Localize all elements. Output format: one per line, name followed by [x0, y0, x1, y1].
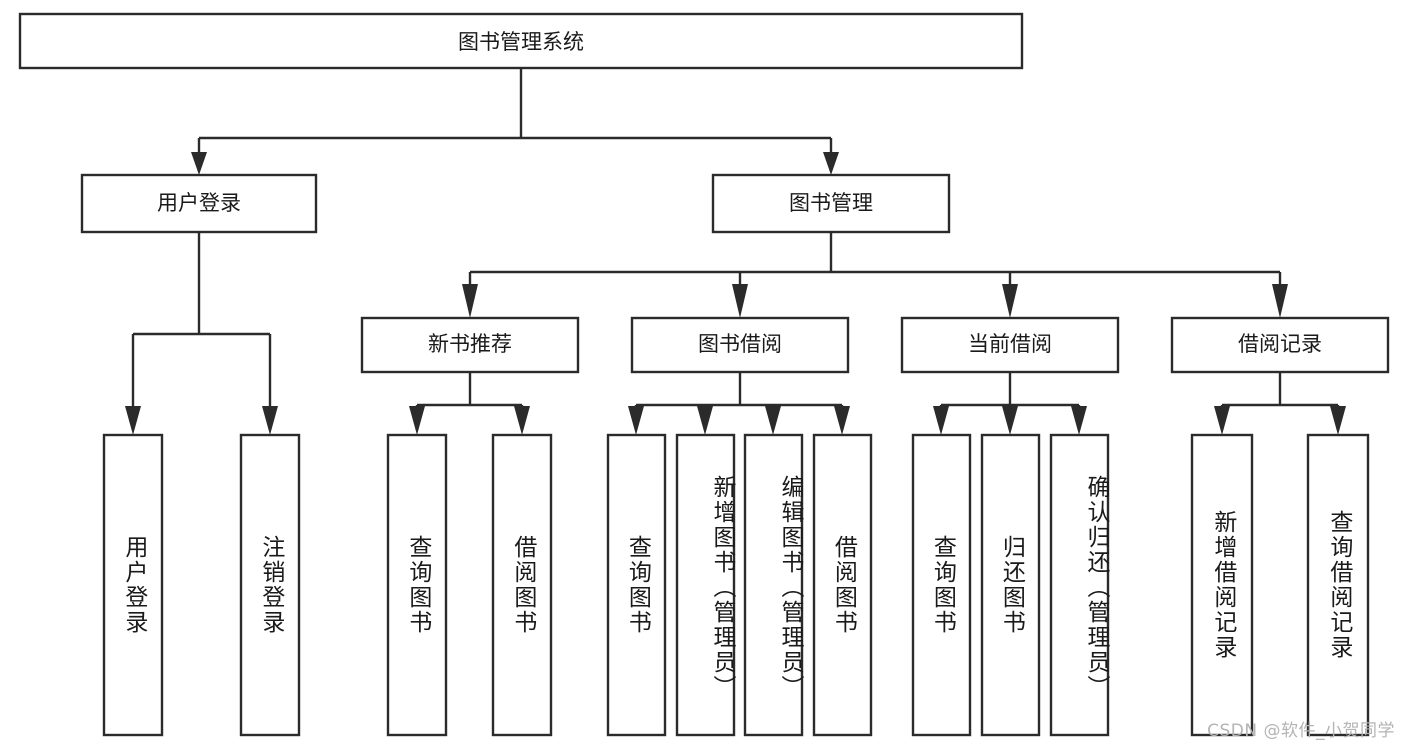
node-root-label: 图书管理系统 [458, 30, 584, 54]
node-user-login[interactable] [80, 173, 318, 234]
node-book-borrow[interactable] [630, 316, 850, 374]
leaf-box-borrow-query[interactable] [606, 433, 667, 737]
leaf-box-record-add[interactable] [1190, 433, 1254, 737]
node-layer: 图书管理系统 用户登录 图书管理 新书推荐 图书借阅 当前借阅 借阅记录 [18, 12, 1390, 737]
arrowhead-currentborrow-leaf-3 [1071, 406, 1087, 435]
node-book-management-label: 图书管理 [789, 191, 873, 215]
arrowhead-bookborrow-leaf-2 [697, 406, 713, 435]
arrowhead-borrowrecord-leaf-1 [1214, 406, 1230, 435]
leaf-box-borrow-edit[interactable] [743, 433, 804, 737]
leaf-box-user-login[interactable] [102, 433, 164, 737]
node-current-borrow-label: 当前借阅 [968, 332, 1052, 356]
arrowhead-book-mgmt [823, 152, 839, 175]
node-new-book-recommend-label: 新书推荐 [428, 332, 512, 356]
arrowhead-newbook-leaf-1 [409, 406, 425, 435]
leaf-box-borrow-add[interactable] [675, 433, 736, 737]
leaf-box-borrow-do[interactable] [812, 433, 873, 737]
arrowhead-bookborrow-leaf-3 [765, 406, 781, 435]
csdn-watermark: CSDN @软件_小贺同学 [1207, 721, 1395, 741]
arrowhead-borrowrecord-leaf-2 [1330, 406, 1346, 435]
arrowhead-borrow-record [1272, 284, 1288, 318]
node-user-login-label: 用户登录 [157, 191, 241, 215]
arrowhead-currentborrow-leaf-1 [933, 406, 949, 435]
leaf-box-record-query[interactable] [1306, 433, 1370, 737]
arrowhead-current-borrow [1002, 284, 1018, 318]
node-borrow-record[interactable] [1170, 316, 1390, 374]
arrowhead-book-borrow [732, 284, 748, 318]
arrowhead-newbook-leaf-2 [514, 406, 530, 435]
node-current-borrow[interactable] [900, 316, 1120, 374]
arrowhead-currentborrow-leaf-2 [1002, 406, 1018, 435]
arrowhead-bookborrow-leaf-1 [628, 406, 644, 435]
arrowhead-leaf-user-login [125, 406, 141, 435]
arrowhead-bookborrow-leaf-4 [834, 406, 850, 435]
leaf-box-current-return[interactable] [980, 433, 1041, 737]
arrowhead-new-book-rec [462, 284, 478, 318]
arrowhead-leaf-logout [262, 406, 278, 435]
leaf-box-current-confirm[interactable] [1049, 433, 1110, 737]
node-book-management[interactable] [711, 173, 951, 234]
node-book-borrow-label: 图书借阅 [698, 332, 782, 356]
leaf-box-newbook-query[interactable] [386, 433, 448, 737]
leaf-box-current-query[interactable] [911, 433, 972, 737]
node-borrow-record-label: 借阅记录 [1238, 332, 1322, 356]
node-new-book-recommend[interactable] [360, 316, 580, 374]
connector-layer [125, 68, 1346, 435]
arrowhead-user-login [191, 152, 207, 175]
leaf-box-logout[interactable] [239, 433, 301, 737]
node-root-book-system[interactable] [18, 12, 1024, 70]
leaf-box-newbook-borrow[interactable] [491, 433, 553, 737]
